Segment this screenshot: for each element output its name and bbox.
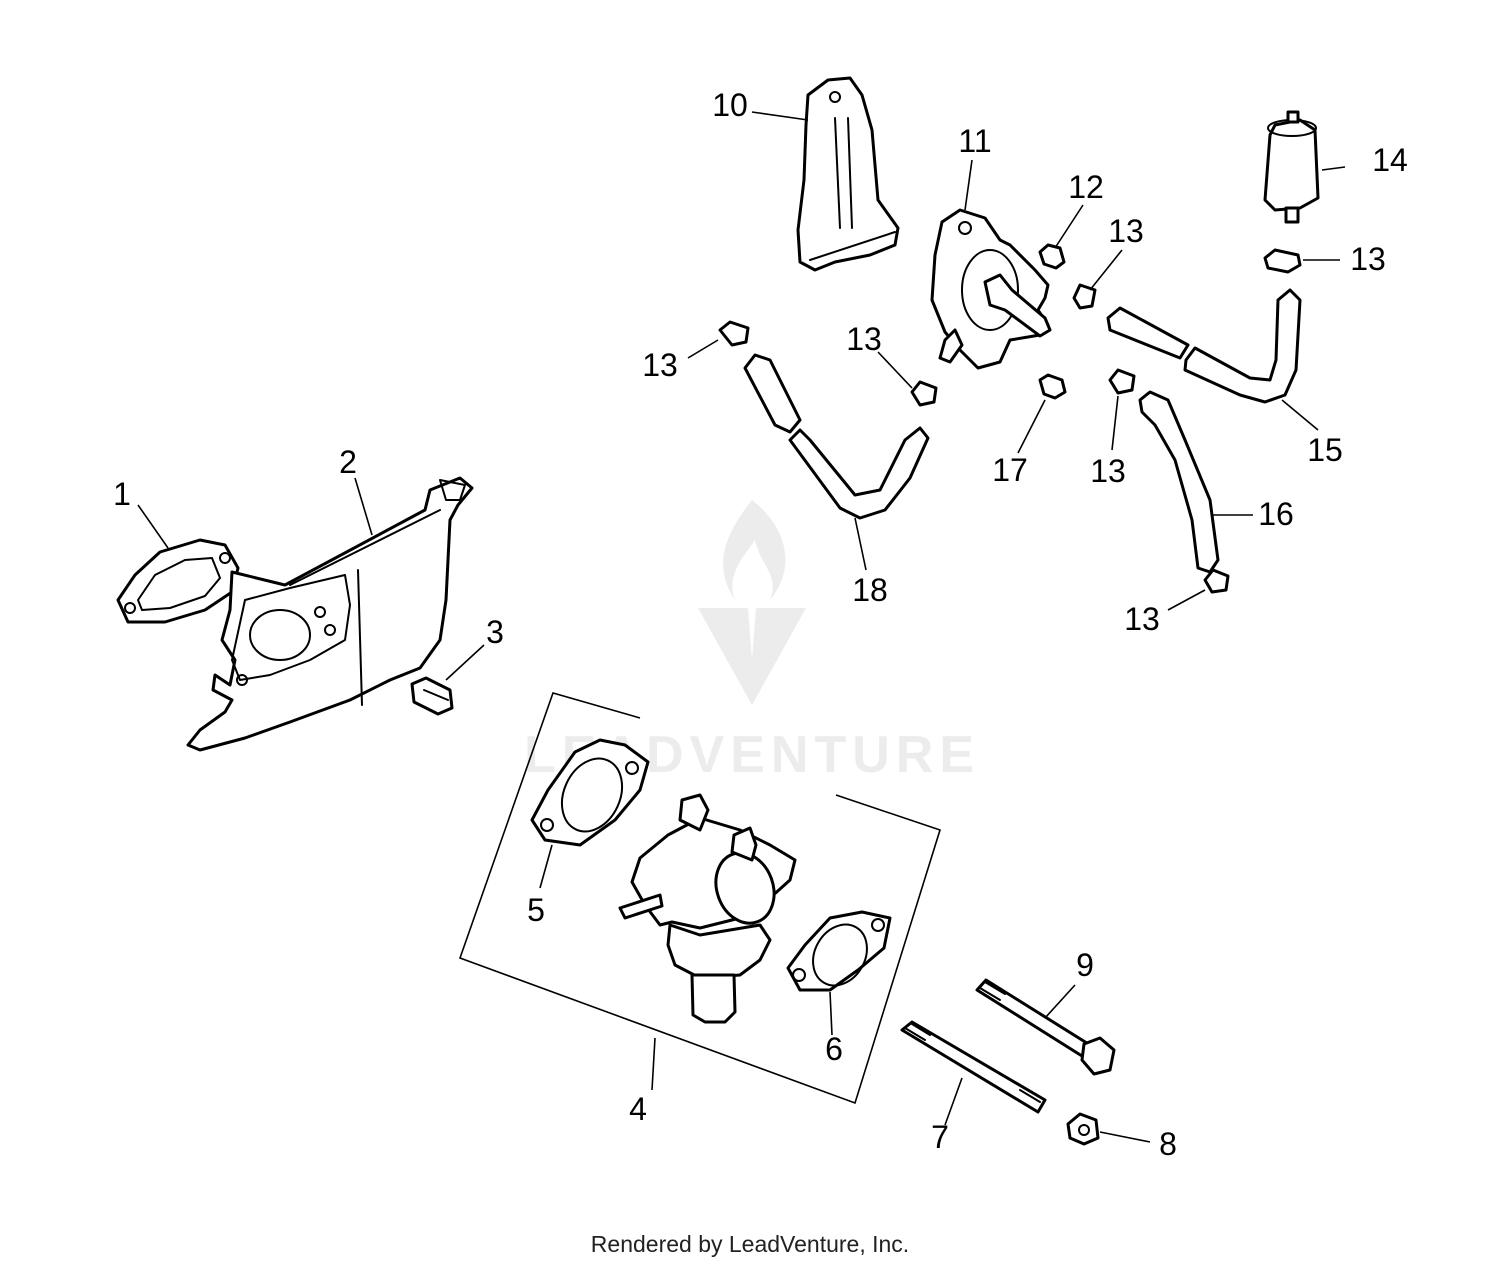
callout-11: 11 (958, 123, 991, 159)
part-3-bolt (410, 676, 454, 716)
part-5-gasket (530, 738, 650, 847)
callout-5: 5 (527, 892, 545, 928)
carburetor-assembly-frame (458, 692, 941, 1105)
callout-16: 16 (1258, 496, 1294, 532)
callout-13e: 13 (1090, 453, 1126, 489)
part-1-gasket (116, 538, 240, 624)
callouts: 1 2 3 4 5 6 7 8 9 10 11 12 13 13 13 13 1… (113, 87, 1408, 1162)
part-18-fuel-line (743, 353, 930, 520)
watermark-logo (698, 500, 806, 705)
part-6-gasket (786, 910, 892, 992)
leader-lines (137, 111, 1346, 1143)
callout-7: 7 (931, 1119, 949, 1155)
callout-14: 14 (1372, 142, 1408, 178)
callout-17: 17 (992, 452, 1028, 488)
callout-6: 6 (825, 1031, 843, 1067)
callout-10: 10 (712, 87, 748, 123)
callout-1: 1 (113, 476, 131, 512)
part-9-bolt (975, 978, 1116, 1076)
carburetor-body (618, 793, 797, 1024)
callout-18: 18 (852, 572, 888, 608)
part-16-fuel-line (1138, 390, 1220, 574)
callout-2: 2 (339, 444, 357, 480)
callout-12: 12 (1068, 169, 1104, 205)
part-7-stud (900, 1020, 1047, 1114)
part-17-bolt (1038, 373, 1067, 400)
clamps (718, 248, 1302, 594)
part-11-fuel-pump (930, 208, 1052, 370)
callout-13a: 13 (1108, 213, 1144, 249)
part-2-air-shroud (186, 476, 474, 752)
footer-credit: Rendered by LeadVenture, Inc. (591, 1231, 909, 1257)
callout-4: 4 (629, 1091, 647, 1127)
part-12-bolt (1038, 243, 1066, 270)
part-10-bracket (796, 76, 900, 272)
callout-15: 15 (1307, 432, 1343, 468)
part-14-fuel-filter (1263, 110, 1320, 224)
callout-13c: 13 (642, 347, 678, 383)
callout-8: 8 (1159, 1126, 1177, 1162)
callout-9: 9 (1076, 947, 1094, 983)
callout-13b: 13 (1350, 241, 1386, 277)
callout-13d: 13 (846, 321, 882, 357)
part-15-fuel-line (1106, 288, 1302, 404)
callout-3: 3 (486, 614, 504, 650)
callout-13f: 13 (1124, 601, 1160, 637)
part-8-nut (1066, 1112, 1100, 1146)
